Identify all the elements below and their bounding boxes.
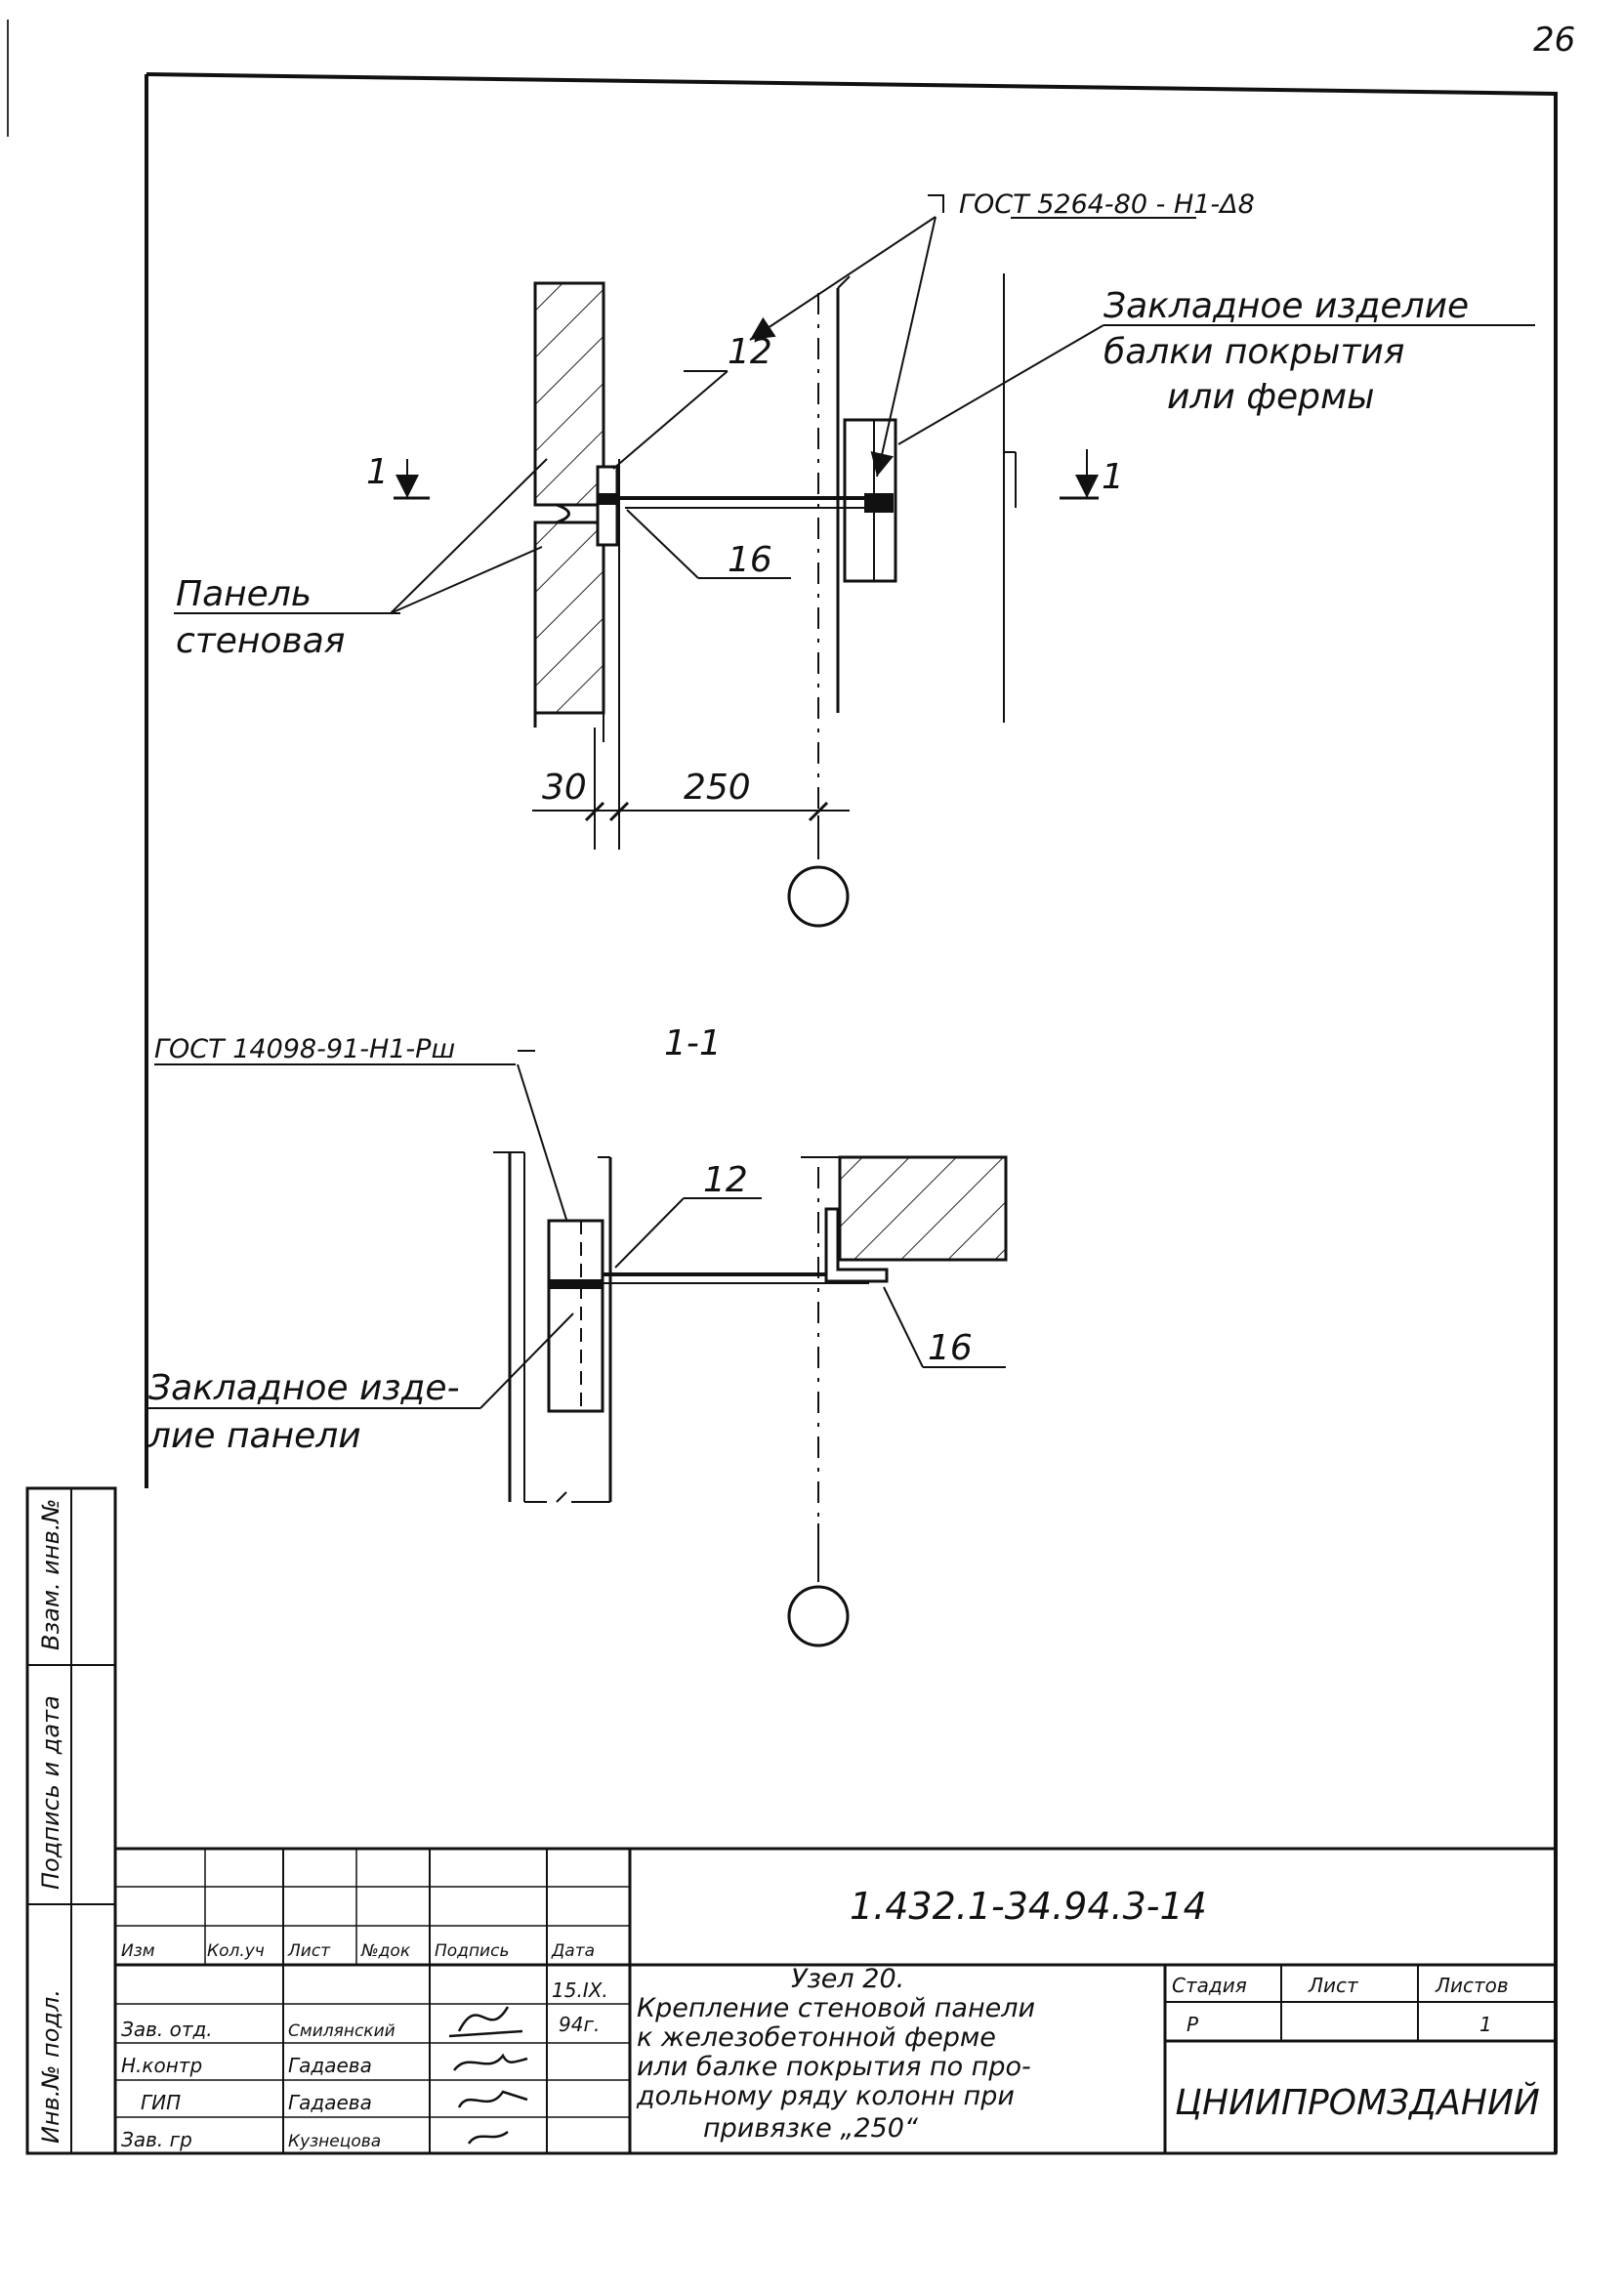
item-12-plan: 12 [728,332,772,372]
axis-bubble-section [787,1585,850,1647]
wall-panel-upper [533,281,605,507]
document-code: 1.432.1-34.94.3-14 [850,1885,1207,1928]
side-stamp: Взам. инв.№ Подпись и дата Инв.№ подл. [25,1486,117,2155]
svg-text:15.IX.: 15.IX. [552,1979,608,2002]
svg-text:№док: №док [360,1941,411,1961]
dim-30: 30 [542,768,587,808]
panel-embedded-plate [596,465,619,547]
gost-weld-note: ГОСТ 5264-80 - Н1-Δ8 [959,189,1255,220]
svg-text:1: 1 [366,452,389,492]
side-stamp-replacement: Взам. инв.№ [37,1499,64,1650]
signature-scribbles [448,2006,528,2145]
drawing-title-6: привязке „250“ [703,2113,919,2144]
title-block: Изм Кол.уч Лист №док Подпись Дата Зав. о… [113,1847,1558,2155]
label-embedded-beam-3: или фермы [1167,377,1375,417]
item-12-section: 12 [703,1160,748,1200]
label-embedded-beam-2: балки покрытия [1103,332,1404,372]
wall-panel-lower [533,521,605,715]
label-embedded-panel-1: Закладное изде- [148,1368,460,1408]
svg-text:Лист: Лист [287,1941,331,1961]
svg-text:ГИП: ГИП [141,2091,181,2114]
svg-text:94г.: 94г. [559,2013,600,2036]
svg-text:1: 1 [1479,2013,1492,2036]
gost-bar-note: ГОСТ 14098-91-Н1-Рш [154,1034,455,1064]
svg-text:Листов: Листов [1435,1974,1509,1997]
label-wall-panel-2: стеновая [176,621,345,661]
svg-text:Кол.уч: Кол.уч [207,1941,265,1961]
svg-text:Изм: Изм [121,1941,155,1961]
svg-text:Кузнецова: Кузнецова [288,2132,381,2151]
label-embedded-panel-2: лие панели [147,1416,361,1456]
drawing-title-5: дольному ряду колонн при [636,2081,1015,2111]
drawing-title-2: Крепление стеновой панели [637,1993,1035,2023]
section-mark-left: 1 [366,452,430,500]
plan-view: ГОСТ 5264-80 - Н1-Δ8 Закладное изделие б… [174,189,1535,928]
side-stamp-inventory: Инв.№ подл. [37,1989,64,2144]
svg-text:Стадия: Стадия [1172,1974,1247,1997]
svg-text:Зав. гр: Зав. гр [121,2128,192,2151]
label-wall-panel-1: Панель [176,574,312,614]
svg-text:Гадаева: Гадаева [288,2091,372,2114]
section-mark-right: 1 [1060,449,1124,500]
organization-name: ЦНИИПРОМЗДАНИЙ [1175,2082,1540,2123]
svg-text:1: 1 [1102,457,1124,497]
item-16-plan: 16 [728,540,772,580]
svg-text:Гадаева: Гадаева [288,2054,372,2077]
label-embedded-beam-1: Закладное изделие [1103,286,1469,326]
dimension-line: 30 250 [532,728,850,850]
item-16-section: 16 [928,1328,973,1368]
page-number: 26 [1533,21,1575,60]
drawing-title-1: Узел 20. [791,1964,904,1994]
axis-bubble-plan [787,865,850,928]
drawing-title-4: или балке покрытия по про- [637,2052,1031,2082]
svg-text:Зав. отд.: Зав. отд. [121,2018,213,2041]
svg-text:Н.контр: Н.контр [121,2054,202,2077]
side-stamp-signature: Подпись и дата [37,1695,64,1890]
section-title: 1-1 [664,1023,722,1063]
svg-text:Подпись: Подпись [435,1941,509,1961]
svg-text:Р: Р [1187,2013,1199,2036]
svg-text:Смилянский: Смилянский [288,2021,396,2041]
section-view: 1-1 ГОСТ 14098-91-Н1-Рш 12 [146,1023,1008,1647]
svg-text:Лист: Лист [1308,1974,1359,1997]
drawing-title-3: к железобетонной ферме [637,2022,996,2053]
beam-section [838,1155,1008,1262]
dim-250: 250 [684,768,751,808]
panel-embedded-plate-section [547,1219,604,1413]
svg-text:Дата: Дата [551,1941,595,1961]
